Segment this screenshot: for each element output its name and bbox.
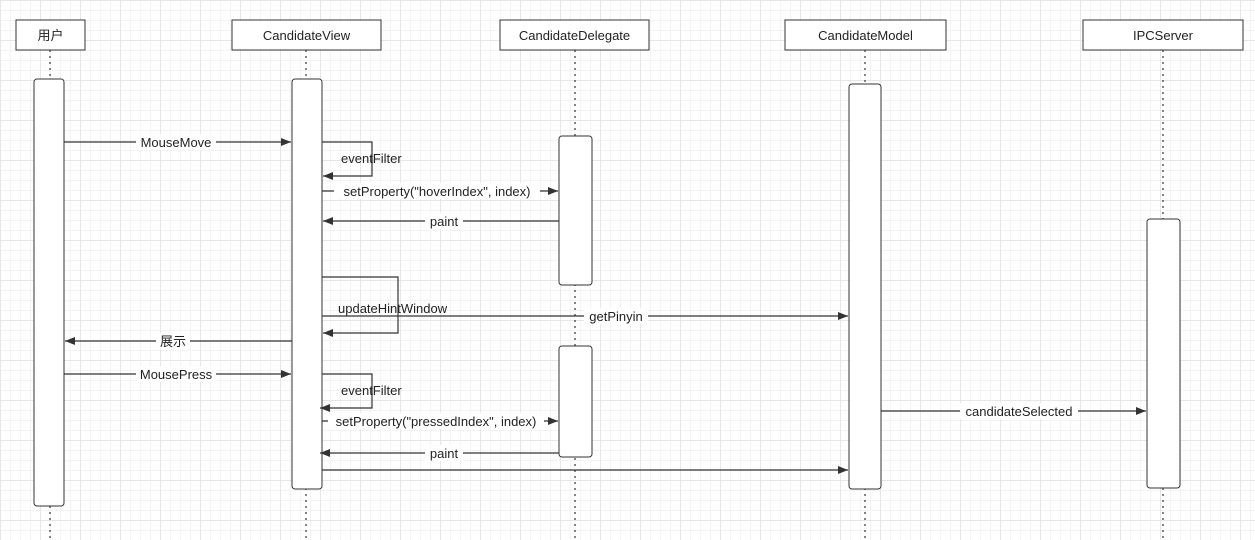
message-candidateselected: candidateSelected xyxy=(881,403,1146,419)
participant-candidatemodel: CandidateModel xyxy=(784,19,947,51)
message-label: getPinyin xyxy=(589,309,642,324)
message-setproperty-pressed: setProperty("pressedIndex", index) xyxy=(322,413,558,429)
message-updatehintwindow: updateHintWindow xyxy=(322,276,448,337)
participant-candidateview: CandidateView xyxy=(231,19,382,51)
participant-label: CandidateView xyxy=(263,28,351,43)
participant-label: CandidateDelegate xyxy=(519,28,630,43)
participant-candidatedelegate: CandidateDelegate xyxy=(499,19,650,51)
participant-label: IPCServer xyxy=(1133,28,1194,43)
message-label: candidateSelected xyxy=(966,404,1073,419)
activation-candidatemodel xyxy=(848,83,882,490)
message-label: setProperty("hoverIndex", index) xyxy=(344,184,531,199)
message-setproperty-hover: setProperty("hoverIndex", index) xyxy=(322,183,558,199)
activation-ipcserver xyxy=(1146,218,1181,489)
message-label: MousePress xyxy=(140,367,213,382)
activation-candidateview xyxy=(291,78,323,490)
activation-user xyxy=(33,78,65,507)
message-label: paint xyxy=(430,446,459,461)
message-getpinyin: getPinyin xyxy=(322,308,848,324)
message-paint-1: paint xyxy=(323,213,559,229)
message-label: eventFilter xyxy=(341,383,402,398)
message-paint-2: paint xyxy=(320,445,559,461)
message-eventfilter-2: eventFilter xyxy=(320,373,402,412)
participant-ipcserver: IPCServer xyxy=(1082,19,1244,51)
message-label: paint xyxy=(430,214,459,229)
message-show: 展示 xyxy=(65,333,292,349)
activation-candidatedelegate-2 xyxy=(558,345,593,458)
message-eventfilter-1: eventFilter xyxy=(322,141,402,180)
message-label: setProperty("pressedIndex", index) xyxy=(336,414,537,429)
message-mousepress: MousePress xyxy=(64,366,291,382)
message-label: updateHintWindow xyxy=(338,301,448,316)
message-mousemove: MouseMove xyxy=(64,134,291,150)
activation-candidatedelegate-1 xyxy=(558,135,593,286)
message-label: 展示 xyxy=(160,334,186,349)
participant-label: 用户 xyxy=(37,28,63,43)
participant-user: 用户 xyxy=(15,19,86,51)
participant-label: CandidateModel xyxy=(818,28,913,43)
message-label: eventFilter xyxy=(341,151,402,166)
message-label: MouseMove xyxy=(141,135,212,150)
